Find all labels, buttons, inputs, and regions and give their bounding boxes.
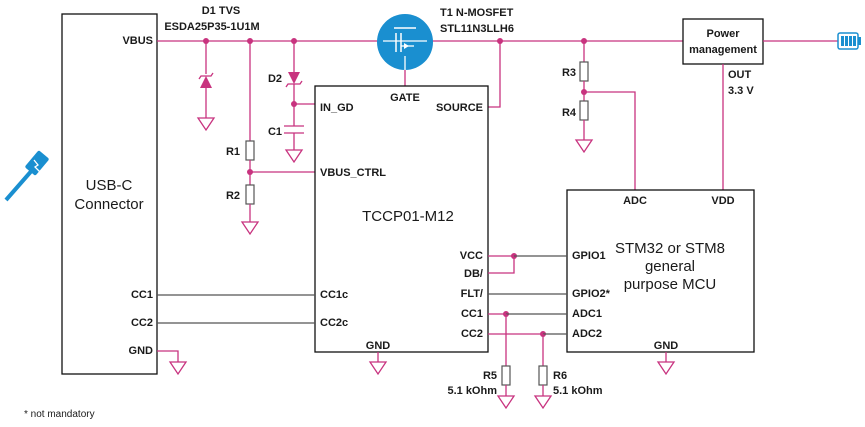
tccp-pin-flt: FLT/ (461, 288, 483, 300)
usb-cable-icon (4, 150, 49, 202)
ground-symbol-r5 (496, 395, 516, 410)
usb-pin-gnd: GND (129, 345, 154, 357)
ground-symbol-r6 (533, 395, 553, 410)
power-out-label: OUT (728, 69, 752, 81)
power-out-voltage: 3.3 V (728, 85, 754, 97)
mcu-pin-vdd: VDD (711, 195, 734, 207)
ground-symbol-r2 (240, 221, 260, 236)
d2-label: D2 (268, 73, 282, 85)
r4-label: R4 (562, 107, 577, 119)
mcu-title-3: purpose MCU (624, 276, 717, 293)
usb-gnd-wire (157, 350, 179, 362)
power-management-title-2: management (689, 44, 757, 56)
r3-label: R3 (562, 67, 576, 79)
usb-pin-cc2: CC2 (131, 317, 153, 329)
footnote: * not mandatory (24, 409, 95, 420)
r6-label: R6 (553, 370, 567, 382)
tccp-pin-in-gd: IN_GD (320, 102, 354, 114)
tccp-pin-vbus-ctrl: VBUS_CTRL (320, 167, 386, 179)
ground-symbol-mcu (656, 361, 676, 376)
mcu-pin-gpio1: GPIO1 (572, 250, 606, 262)
r1-label: R1 (226, 146, 240, 158)
r2-label: R2 (226, 190, 240, 202)
usb-connector-title-1: USB-C (86, 177, 133, 194)
ground-symbol-tccp (368, 361, 388, 376)
d2-c1-branch (284, 41, 315, 150)
tvs-label-1: D1 TVS (202, 5, 241, 17)
usb-c-connector-block (61, 13, 158, 375)
usb-connector-title-2: Connector (74, 196, 143, 213)
tccp01-block (314, 85, 489, 353)
mosfet-label-1: T1 N-MOSFET (440, 7, 514, 19)
tccp-mcu-connections (488, 253, 567, 396)
mcu-pin-gpio2: GPIO2* (572, 288, 611, 300)
tccp01-name: TCCP01-M12 (362, 208, 454, 225)
mcu-pin-adc1: ADC1 (572, 308, 602, 320)
mcu-block (566, 189, 755, 353)
mosfet-t1-symbol (377, 14, 433, 70)
power-management-title-1: Power (706, 28, 740, 40)
tccp-pin-source: SOURCE (436, 102, 483, 114)
tvs-diode-d1 (198, 41, 214, 118)
tccp-pin-cc1: CC1 (461, 308, 483, 320)
mcu-pin-adc2: ADC2 (572, 328, 602, 340)
tccp-pin-cc1c: CC1c (320, 289, 348, 301)
r1-r2-divider (245, 41, 315, 222)
tvs-label-2: ESDA25P35-1U1M (164, 21, 259, 33)
ground-symbol-d1 (196, 117, 216, 132)
mcu-title-2: general (645, 258, 695, 275)
ground-symbol-usb (168, 361, 188, 376)
power-management-block (682, 18, 764, 65)
r6-value: 5.1 kOhm (553, 385, 603, 397)
tccp-pin-vcc: VCC (460, 250, 483, 262)
r5-value: 5.1 kOhm (447, 385, 497, 397)
tccp-pin-db: DB/ (464, 268, 483, 280)
ground-symbol-r4 (574, 139, 594, 154)
tccp-pin-gate: GATE (390, 92, 420, 104)
mcu-title-1: STM32 or STM8 (615, 240, 725, 257)
r5-label: R5 (483, 370, 497, 382)
source-wire (488, 41, 501, 108)
tccp-pin-cc2c: CC2c (320, 317, 348, 329)
mosfet-label-2: STL11N3LLH6 (440, 23, 514, 35)
tccp-pin-gnd: GND (366, 340, 391, 352)
r3-r4-divider (579, 41, 636, 190)
c1-label: C1 (268, 126, 282, 138)
battery-icon (837, 32, 861, 50)
usb-pin-vbus: VBUS (122, 35, 153, 47)
tccp-pin-cc2: CC2 (461, 328, 483, 340)
mcu-pin-adc: ADC (623, 195, 647, 207)
usb-pin-cc1: CC1 (131, 289, 153, 301)
ground-symbol-c1 (284, 149, 304, 164)
mcu-pin-gnd: GND (654, 340, 679, 352)
